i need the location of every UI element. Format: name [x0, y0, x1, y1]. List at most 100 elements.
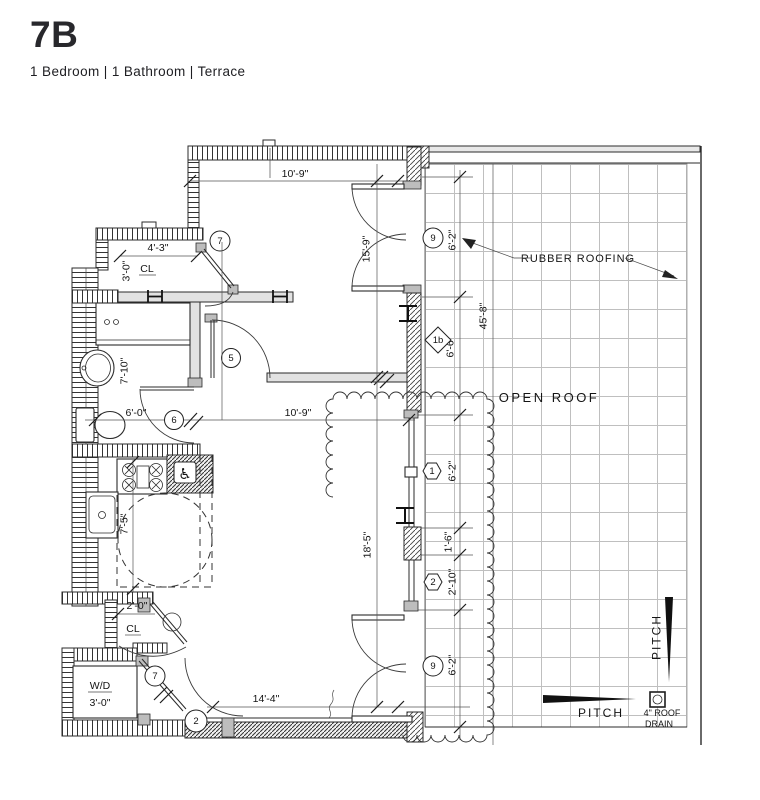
dim-living-depth: 18'-5"	[362, 531, 374, 558]
dim-terrace-seg6: 6'-2"	[447, 654, 459, 675]
dim-terrace-seg5: 2'-10"	[447, 568, 459, 595]
door-frame	[137, 597, 151, 613]
dim-terrace-seg3: 6'-2"	[447, 460, 459, 481]
marker-circle-5	[221, 348, 241, 368]
marker-diamond-1b	[424, 326, 452, 354]
wall-south-main	[184, 721, 416, 739]
dim-living-width: 10'-9"	[285, 407, 312, 419]
closet-upper-label: CL	[140, 263, 154, 275]
marker-circle-2	[184, 709, 208, 733]
marker-9-top-label: 9	[430, 233, 435, 244]
french-door-leaf	[351, 285, 405, 292]
dim-closet-lower-width: 2'-0"	[127, 600, 148, 612]
marker-6-label: 6	[171, 415, 176, 426]
roof-drain-icon	[649, 691, 666, 708]
rubber-roofing-callout: RUBBER ROOFING	[462, 238, 678, 279]
french-door-leaf	[351, 183, 405, 190]
plan-header: 7B 1 Bedroom | 1 Bathroom | Terrace	[30, 14, 245, 79]
leader-arrow-icon	[662, 270, 678, 279]
pitch-v-label: PITCH	[650, 614, 664, 660]
marker-circle-7-upper	[209, 230, 231, 252]
wall-step	[132, 642, 168, 654]
bathroom: 7'-10"	[75, 302, 191, 443]
living-room: 6'-0" 10'-9" 6	[85, 242, 416, 444]
french-door-leaf	[351, 614, 405, 621]
wall-notch	[262, 139, 276, 147]
door-frame	[221, 717, 235, 738]
marker-5-label: 5	[228, 353, 233, 364]
dim-entry-width: 14'-4"	[253, 693, 280, 705]
wall-wd-south	[61, 719, 186, 737]
unit-title: 7B	[30, 14, 79, 55]
french-door-leaf	[351, 715, 413, 723]
steel-column-icon	[399, 305, 417, 322]
door-swing	[351, 663, 407, 719]
shower	[95, 302, 191, 346]
marker-7-upper-label: 7	[217, 236, 222, 247]
shower-control-icon	[104, 319, 110, 325]
dim-bath-depth: 7'-10"	[119, 357, 131, 384]
bathroom-door-leaf	[140, 386, 194, 391]
revision-cloud	[325, 391, 495, 743]
kitchen: ♿ 7'-5"	[85, 454, 214, 596]
window-jamb	[403, 409, 419, 419]
closet-door-leaf	[149, 601, 188, 645]
marker-2-label: 2	[193, 716, 198, 727]
parapet-wall-top	[420, 145, 701, 153]
drain-icon	[98, 511, 106, 519]
door-swing	[118, 645, 187, 657]
door-swing	[351, 617, 407, 673]
accessible-icon: ♿	[178, 465, 191, 483]
marker-7-lower-label: 7	[152, 671, 157, 682]
wall-bedroom-north	[187, 145, 422, 161]
leader-arrow-icon	[462, 238, 476, 249]
stove-burner-icon	[122, 463, 163, 492]
wd-closet: W/D 3'-0" 7	[72, 655, 187, 726]
wall-bedroom-south	[266, 372, 408, 383]
pitch-h-label: PITCH	[578, 706, 624, 720]
door-frame	[195, 242, 207, 253]
wall-hall-north	[117, 291, 294, 303]
unit-subtitle: 1 Bedroom | 1 Bathroom | Terrace	[30, 64, 246, 79]
window-jamb	[403, 600, 419, 612]
steel-column-icon	[272, 290, 288, 303]
bifold-door-leaf	[138, 658, 187, 712]
closet-lower-label: CL	[126, 623, 140, 635]
door-swing	[351, 233, 407, 289]
faucet-icon	[81, 365, 87, 371]
wall-bedroom-west	[187, 159, 200, 229]
exterior-walls	[61, 139, 424, 743]
door-swing	[211, 319, 271, 379]
wall-segment	[406, 146, 422, 186]
dimension-break	[328, 689, 335, 719]
wall-bath-north-stub	[71, 289, 119, 304]
marker-hex1-label: 1	[429, 466, 434, 477]
dim-closet-upper-width: 4'-3"	[148, 242, 169, 254]
closet-door-leaf	[200, 248, 235, 289]
roof-grid	[424, 163, 688, 728]
closet-upper: CL 4'-3" 3'-0" 7	[113, 230, 239, 307]
steel-column-icon	[147, 290, 163, 303]
door-swing	[184, 657, 244, 717]
east-wall-assembly	[351, 146, 422, 723]
pitch-arrow-icon	[665, 597, 673, 682]
door-frame	[135, 655, 149, 667]
marker-hex2-label: 2	[430, 577, 435, 588]
window-mullion	[404, 466, 418, 478]
marker-hex-1	[422, 462, 442, 480]
toilet-tank	[75, 407, 95, 443]
door-frame	[137, 713, 151, 726]
dim-terrace-depth: 45'-8"	[478, 302, 490, 329]
dimension-ticks	[453, 170, 467, 734]
marker-circle-7-lower	[144, 665, 166, 687]
roof-drain-label2: DRAIN	[645, 719, 673, 729]
shower-control-icon	[113, 319, 119, 325]
dim-bedroom-depth: 15'-9"	[361, 235, 373, 262]
door-knob-icon	[162, 612, 182, 632]
marker-circle-6	[164, 410, 184, 430]
door-swing	[139, 388, 195, 444]
marker-9-bottom-label: 9	[430, 661, 435, 672]
entry: 2 14'-4"	[184, 657, 470, 733]
